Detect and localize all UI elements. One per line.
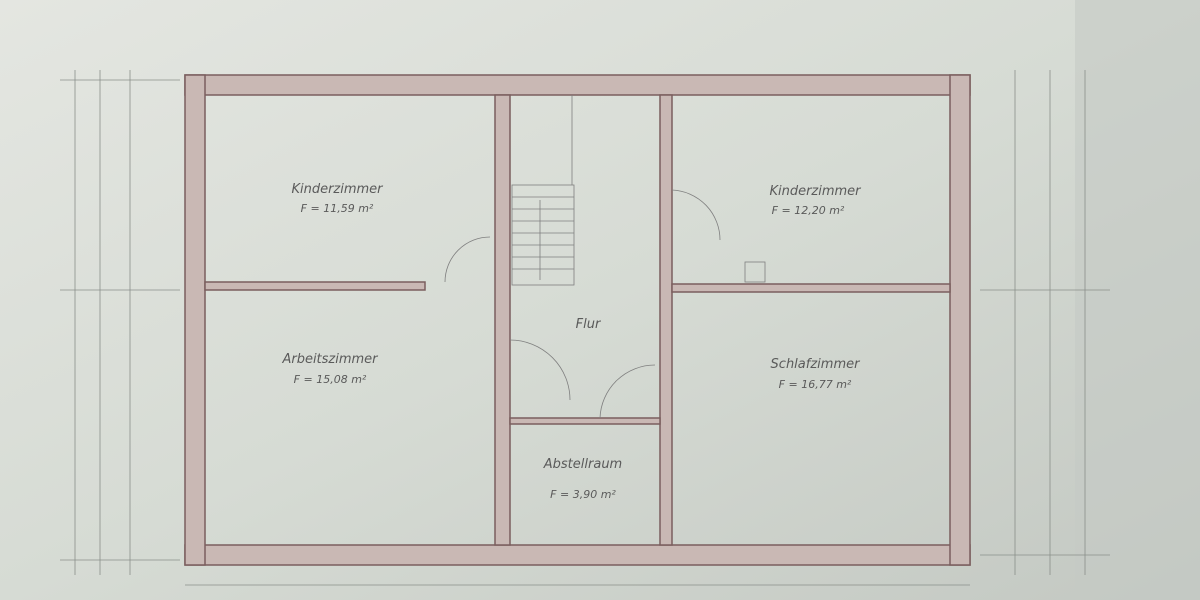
room-name-schlafzimmer: Schlafzimmer (771, 357, 862, 372)
room-area-kinderzimmer-1: F = 11,59 m² (301, 202, 374, 215)
room-name-kinderzimmer-1: Kinderzimmer (291, 182, 384, 197)
room-area-arbeitszimmer: F = 15,08 m² (294, 373, 367, 386)
walls (184, 74, 971, 566)
door-swings (444, 189, 766, 419)
room-name-arbeitszimmer: Arbeitszimmer (281, 352, 379, 367)
room-name-kinderzimmer-2: Kinderzimmer (769, 184, 862, 199)
room-area-abstellraum: F = 3,90 m² (550, 488, 616, 501)
room-area-kinderzimmer-2: F = 12,20 m² (772, 204, 845, 217)
dimension-lines (60, 70, 1110, 586)
room-name-abstellraum: Abstellraum (543, 457, 622, 472)
room-name-flur: Flur (576, 317, 602, 332)
staircase (511, 95, 575, 286)
room-area-schlafzimmer: F = 16,77 m² (779, 378, 852, 391)
paper-fold-shadow (1075, 0, 1200, 600)
